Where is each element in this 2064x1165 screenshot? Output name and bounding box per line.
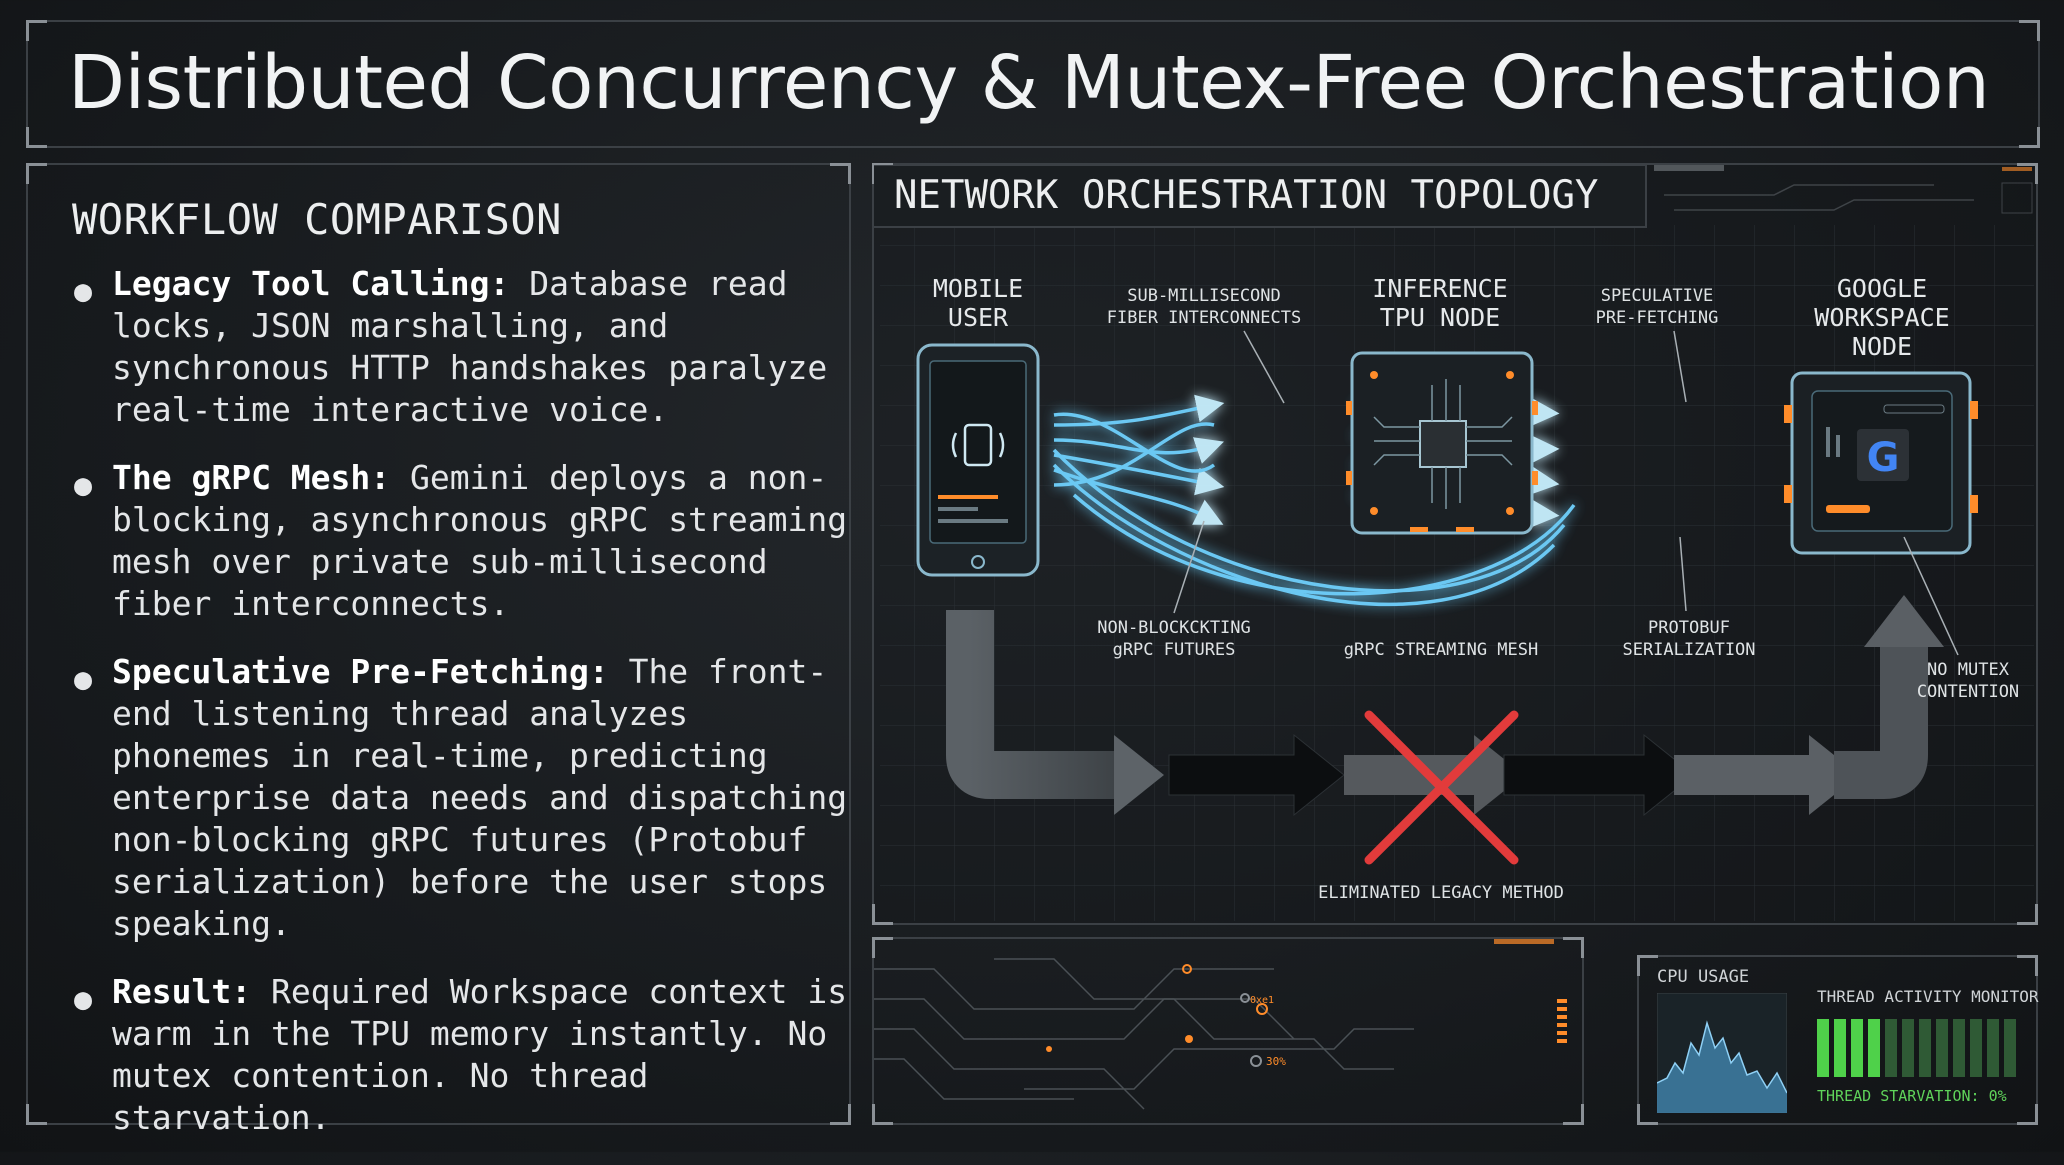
mobile-label-line2: USER bbox=[948, 303, 1009, 332]
annotation-protobuf-1: PROTOBUF bbox=[1648, 618, 1730, 638]
workflow-panel: WORKFLOW COMPARISON ● Legacy Tool Calling… bbox=[26, 163, 851, 1137]
tpu-chip-icon bbox=[1346, 351, 1538, 535]
header-decoration bbox=[1654, 165, 2033, 214]
thread-bar bbox=[1919, 1019, 1931, 1077]
annotation-prefetch-2: PRE-FETCHING bbox=[1596, 308, 1719, 328]
workspace-label-line3: NODE bbox=[1852, 332, 1912, 361]
annotation-fiber-1: SUB-MILLISECOND bbox=[1127, 286, 1281, 306]
annotation-mesh: gRPC STREAMING MESH bbox=[1344, 640, 1538, 660]
item-label: Result: bbox=[112, 972, 252, 1011]
annotation-fiber-2: FIBER INTERCONNECTS bbox=[1107, 308, 1301, 328]
thread-bar bbox=[1902, 1019, 1914, 1077]
workflow-list: ● Legacy Tool Calling: Database read lock… bbox=[68, 263, 858, 1165]
thread-bar bbox=[1987, 1019, 1999, 1077]
annotation-legacy: ELIMINATED LEGACY METHOD bbox=[1318, 883, 1564, 903]
list-item: ● The gRPC Mesh: Gemini deploys a non-blo… bbox=[68, 457, 858, 625]
thread-bar bbox=[2004, 1019, 2016, 1077]
item-label: Legacy Tool Calling: bbox=[112, 264, 510, 303]
phone-icon bbox=[951, 423, 1005, 467]
list-item: ● Legacy Tool Calling: Database read lock… bbox=[68, 263, 858, 431]
thread-starvation-label: THREAD STARVATION: 0% bbox=[1817, 1087, 2007, 1105]
annotation-mutex-2: CONTENTION bbox=[1917, 682, 2019, 702]
bullet-icon: ● bbox=[74, 662, 93, 697]
title-frame: Distributed Concurrency & Mutex-Free Orc… bbox=[26, 20, 2040, 148]
annotation-futures-1: NON-BLOCKCKTING bbox=[1097, 618, 1251, 638]
monitor-panel: CPU USAGE THREAD ACTIVITY MONITOR THREAD… bbox=[1637, 955, 2039, 1125]
circuit-panel: 30% 0xe1 bbox=[872, 937, 1584, 1125]
tpu-label-line1: INFERENCE bbox=[1372, 274, 1507, 303]
annotation-mutex-1: NO MUTEX bbox=[1927, 660, 2010, 680]
topology-heading: NETWORK ORCHESTRATION TOPOLOGY bbox=[894, 173, 1598, 218]
cpu-usage-graph bbox=[1657, 993, 1787, 1113]
annotation-prefetch-1: SPECULATIVE bbox=[1601, 286, 1714, 306]
list-item: ● Result: Required Workspace context is w… bbox=[68, 971, 858, 1139]
circuit-label-hex: 0xe1 bbox=[1250, 995, 1274, 1006]
workspace-label-line1: GOOGLE bbox=[1837, 274, 1927, 303]
thread-monitor-label: THREAD ACTIVITY MONITOR bbox=[1817, 987, 2039, 1006]
page-title: Distributed Concurrency & Mutex-Free Orc… bbox=[68, 40, 1990, 126]
circuit-decoration: 30% 0xe1 bbox=[874, 939, 1567, 1110]
workspace-label-line2: WORKSPACE bbox=[1814, 303, 1949, 332]
legacy-arrow bbox=[1674, 735, 1859, 815]
level-meter bbox=[1557, 999, 1567, 1043]
legacy-arrow bbox=[1168, 733, 1345, 817]
item-text: The front-end listening thread analyzes … bbox=[112, 652, 848, 943]
thread-bar bbox=[1953, 1019, 1965, 1077]
bullet-icon: ● bbox=[74, 274, 93, 309]
legacy-arrow bbox=[1503, 733, 1695, 817]
annotation-protobuf-2: SERIALIZATION bbox=[1622, 640, 1755, 660]
eliminated-cross-icon bbox=[1364, 710, 1519, 865]
thread-activity-bars bbox=[1817, 1019, 2016, 1077]
workflow-heading: WORKFLOW COMPARISON bbox=[72, 195, 562, 244]
annotation-futures-2: gRPC FUTURES bbox=[1113, 640, 1236, 660]
item-text: Gemini deploys a non-blocking, asynchron… bbox=[112, 458, 848, 623]
tpu-label-line2: TPU NODE bbox=[1380, 303, 1500, 332]
thread-bar bbox=[1970, 1019, 1982, 1077]
legacy-arrow bbox=[1864, 595, 1944, 647]
thread-bar bbox=[1834, 1019, 1846, 1077]
mobile-label-line1: MOBILE bbox=[933, 274, 1023, 303]
google-g-icon: G bbox=[1867, 435, 1900, 481]
thread-bar bbox=[1936, 1019, 1948, 1077]
workspace-node: G bbox=[1784, 371, 1978, 555]
item-text: Required Workspace context is warm in th… bbox=[112, 972, 848, 1137]
circuit-label-30: 30% bbox=[1266, 1055, 1286, 1068]
mobile-user-node bbox=[916, 343, 1040, 577]
thread-bar bbox=[1851, 1019, 1863, 1077]
legacy-arrow bbox=[1114, 735, 1164, 815]
list-item: ● Speculative Pre-Fetching: The front-end… bbox=[68, 651, 858, 945]
topology-diagram: NETWORK ORCHESTRATION TOPOLOGY bbox=[874, 165, 2034, 921]
topology-panel: NETWORK ORCHESTRATION TOPOLOGY bbox=[872, 163, 2038, 925]
item-label: Speculative Pre-Fetching: bbox=[112, 652, 609, 691]
annotation-leaders bbox=[1173, 330, 1959, 656]
bullet-icon: ● bbox=[74, 468, 93, 503]
thread-bar bbox=[1868, 1019, 1880, 1077]
thread-bar bbox=[1885, 1019, 1897, 1077]
cpu-usage-label: CPU USAGE bbox=[1657, 967, 1750, 987]
heading-tab bbox=[874, 165, 1647, 228]
thread-bar bbox=[1817, 1019, 1829, 1077]
cpu-area bbox=[1657, 1023, 1787, 1113]
bullet-icon: ● bbox=[74, 982, 93, 1017]
item-text: Database read locks, JSON marshalling, a… bbox=[112, 264, 828, 429]
item-label: The gRPC Mesh: bbox=[112, 458, 391, 497]
